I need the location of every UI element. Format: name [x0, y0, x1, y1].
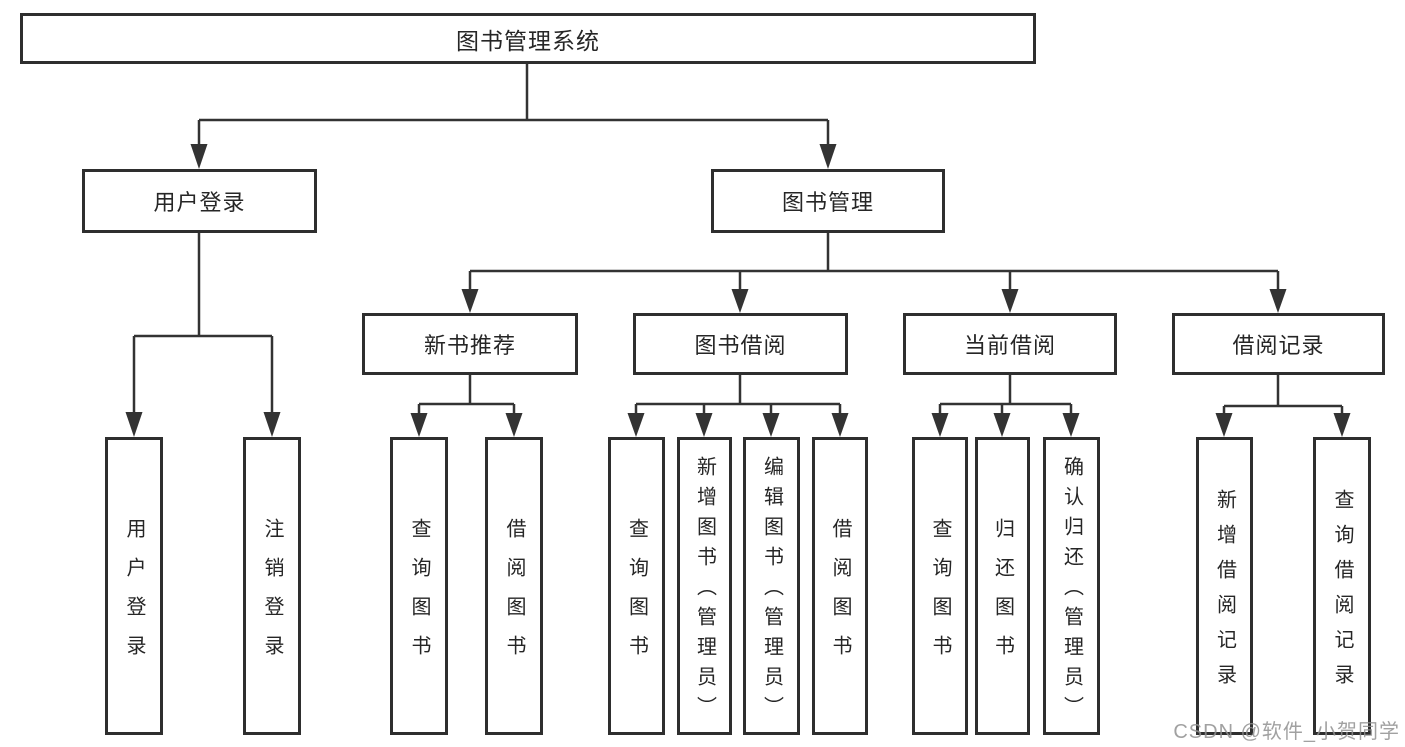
node-current-borrow: 当前借阅 — [903, 313, 1117, 375]
node-book-borrow: 图书借阅 — [633, 313, 848, 375]
node-new-book-recommend: 新书推荐 — [362, 313, 578, 375]
leaf-current-query-books: 查询图书 — [912, 437, 968, 735]
leaf-recommend-query-books: 查询图书 — [390, 437, 448, 735]
node-library-system: 图书管理系统 — [20, 13, 1036, 64]
node-borrow-records: 借阅记录 — [1172, 313, 1385, 375]
node-user-login-label: 用户登录 — [153, 190, 246, 215]
leaf-borrow-edit-books-admin: 编辑图书（管理员） — [743, 437, 800, 735]
leaf-recommend-borrow-books: 借阅图书 — [485, 437, 543, 735]
leaf-borrow-edit-books-admin-label: 编辑图书（管理员） — [760, 456, 783, 726]
leaf-borrow-query-books-label: 查询图书 — [625, 517, 648, 674]
leaf-recommend-borrow-books-label: 借阅图书 — [503, 517, 525, 674]
leaf-records-query-record-label: 查询借阅记录 — [1331, 488, 1353, 699]
node-borrow-records-label: 借阅记录 — [1232, 333, 1325, 358]
node-new-book-recommend-label: 新书推荐 — [423, 333, 516, 358]
leaf-logout-label: 注销登录 — [261, 517, 283, 674]
leaf-borrow-query-books: 查询图书 — [608, 437, 665, 735]
node-book-management: 图书管理 — [711, 169, 945, 233]
leaf-logout: 注销登录 — [243, 437, 301, 735]
leaf-borrow-add-books-admin-label: 新增图书（管理员） — [693, 456, 716, 726]
leaf-current-query-books-label: 查询图书 — [929, 517, 951, 674]
leaf-records-add-record: 新增借阅记录 — [1196, 437, 1253, 735]
node-current-borrow-label: 当前借阅 — [963, 333, 1056, 358]
leaf-current-return-books: 归还图书 — [975, 437, 1030, 735]
node-book-management-label: 图书管理 — [781, 190, 874, 215]
leaf-current-return-books-label: 归还图书 — [991, 517, 1014, 674]
leaf-borrow-add-books-admin: 新增图书（管理员） — [677, 437, 732, 735]
leaf-user-login-label: 用户登录 — [123, 517, 145, 674]
leaf-current-confirm-return-admin-label: 确认归还（管理员） — [1060, 456, 1083, 726]
leaf-user-login: 用户登录 — [105, 437, 163, 735]
leaf-borrow-borrow-books-label: 借阅图书 — [829, 517, 851, 674]
leaf-current-confirm-return-admin: 确认归还（管理员） — [1043, 437, 1100, 735]
leaf-recommend-query-books-label: 查询图书 — [408, 517, 430, 674]
node-book-borrow-label: 图书借阅 — [694, 333, 787, 358]
leaf-records-add-record-label: 新增借阅记录 — [1213, 488, 1236, 699]
node-user-login: 用户登录 — [82, 169, 317, 233]
node-library-system-label: 图书管理系统 — [456, 27, 600, 54]
leaf-records-query-record: 查询借阅记录 — [1313, 437, 1371, 735]
watermark-text: CSDN @软件_小贺同学 — [1173, 721, 1400, 743]
leaf-borrow-borrow-books: 借阅图书 — [812, 437, 868, 735]
